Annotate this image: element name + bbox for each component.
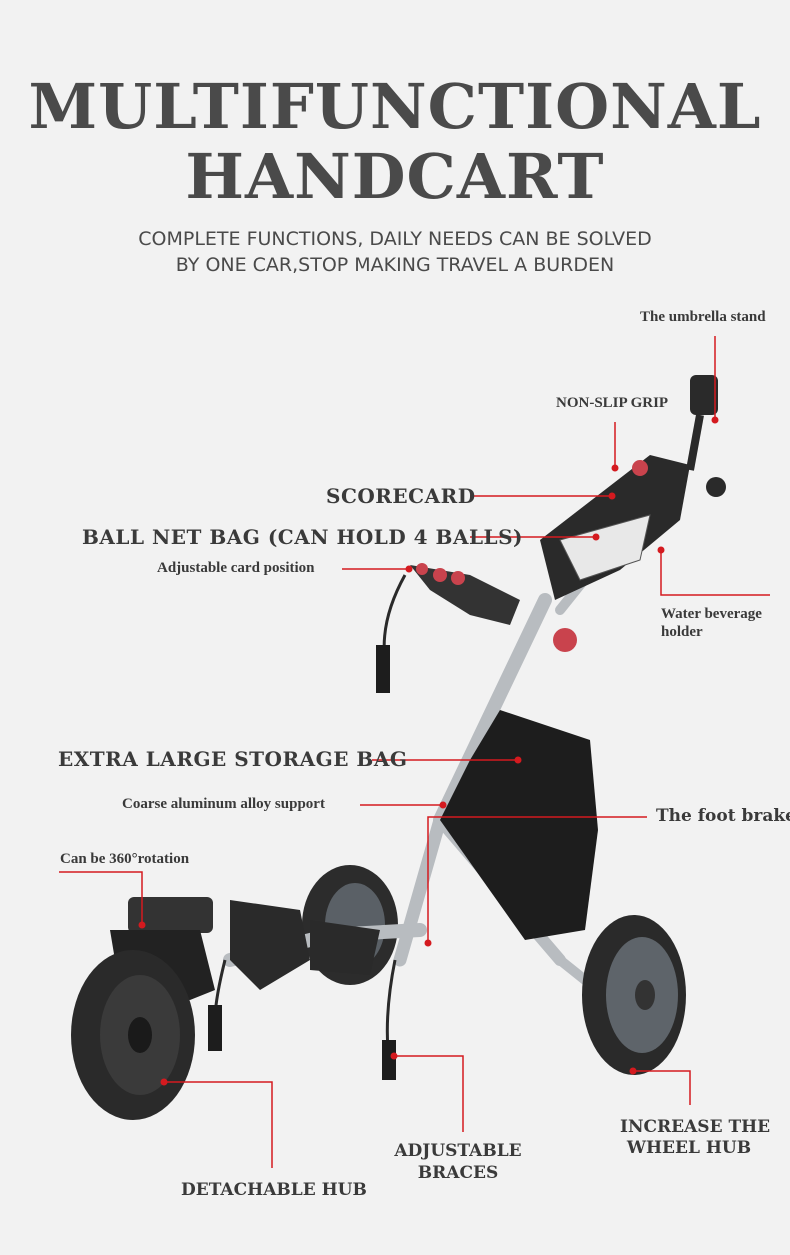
handle-console — [410, 375, 726, 652]
front-wheel — [71, 950, 195, 1120]
label-storage-bag: EXTRA LARGE STORAGE BAG — [58, 747, 408, 771]
label-water-holder-line1: Water beverage — [661, 606, 762, 622]
label-wheel-hub-line2: WHEEL HUB — [626, 1138, 752, 1158]
page-title-line2: HANDCART — [185, 140, 605, 213]
label-detachable-hub: DETACHABLE HUB — [181, 1180, 367, 1200]
storage-bag — [440, 710, 598, 940]
label-braces-line1: ADJUSTABLE — [394, 1141, 522, 1161]
callout-dots — [138, 416, 719, 1086]
label-scorecard: SCORECARD — [326, 484, 476, 508]
label-wheel-hub-line1: INCREASE THE — [620, 1117, 771, 1137]
subtitle-line2: BY ONE CAR,STOP MAKING TRAVEL A BURDEN — [175, 254, 615, 276]
label-foot-brake: The foot brake — [656, 806, 790, 826]
label-ball-net-bag: BALL NET BAG (CAN HOLD 4 BALLS) — [82, 525, 524, 549]
label-umbrella-stand: The umbrella stand — [640, 309, 766, 325]
label-non-slip-grip: NON-SLIP GRIP — [556, 395, 669, 411]
subtitle-line1: COMPLETE FUNCTIONS, DAILY NEEDS CAN BE S… — [138, 228, 652, 250]
label-water-holder-line2: holder — [661, 624, 703, 640]
label-adjustable-card: Adjustable card position — [157, 560, 315, 576]
label-aluminum-support: Coarse aluminum alloy support — [122, 796, 325, 812]
page-title-line1: MULTIFUNCTIONAL — [28, 70, 762, 143]
rear-right-wheel — [582, 915, 686, 1075]
callout-lines — [59, 336, 770, 1168]
label-braces-line2: BRACES — [417, 1163, 499, 1183]
label-rotation: Can be 360°rotation — [60, 851, 190, 867]
